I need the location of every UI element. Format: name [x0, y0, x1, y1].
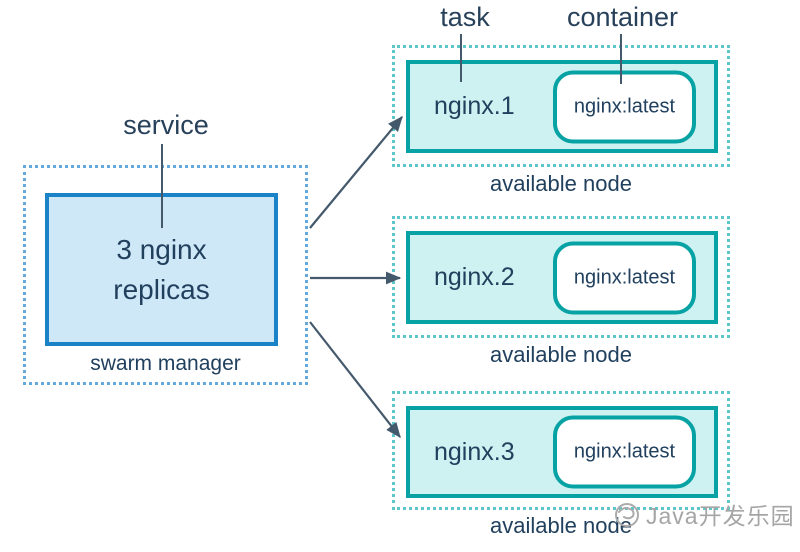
node-1-box: nginx.1 nginx:latest [406, 60, 718, 153]
arrow-service-to-node-1 [309, 116, 403, 229]
task-label: task [440, 2, 490, 32]
watermark-text: Java开发乐园 [646, 503, 795, 529]
service-label: service [123, 110, 209, 140]
swirl-logo-icon [615, 503, 639, 527]
service-box-line1: 3 nginx [116, 233, 207, 265]
swarm-manager-group [23, 165, 308, 385]
node-2-container-label: nginx:latest [573, 266, 676, 288]
node-1-group: nginx.1 nginx:latest [392, 45, 730, 167]
node-3-container-label: nginx:latest [573, 440, 676, 463]
container-label: container [566, 2, 679, 32]
node-2-container-box: nginx:latest [553, 241, 696, 314]
node-3-caption: available node [490, 513, 632, 538]
node-2-caption: available node [490, 342, 632, 367]
node-3-container-box: nginx:latest [553, 415, 696, 489]
node-3-box: nginx.3 nginx:latest [406, 406, 718, 498]
service-box-line2: replicas [113, 273, 210, 305]
node-1-container-label: nginx:latest [573, 95, 676, 117]
node-2-group: nginx.2 nginx:latest [392, 216, 730, 338]
node-2-task-label: nginx.2 [434, 263, 515, 291]
node-3-task-label: nginx.3 [434, 437, 515, 466]
service-box: 3 nginx replicas [45, 193, 278, 346]
node-1-container-box: nginx:latest [553, 70, 696, 143]
node-1-caption: available node [490, 171, 632, 196]
node-1-task-label: nginx.1 [434, 92, 515, 120]
node-2-box: nginx.2 nginx:latest [406, 231, 718, 324]
watermark: Java开发乐园 [612, 497, 795, 531]
swarm-manager-caption: swarm manager [90, 352, 241, 375]
arrow-service-to-node-3 [309, 321, 401, 439]
node-3-group: nginx.3 nginx:latest [392, 391, 730, 510]
